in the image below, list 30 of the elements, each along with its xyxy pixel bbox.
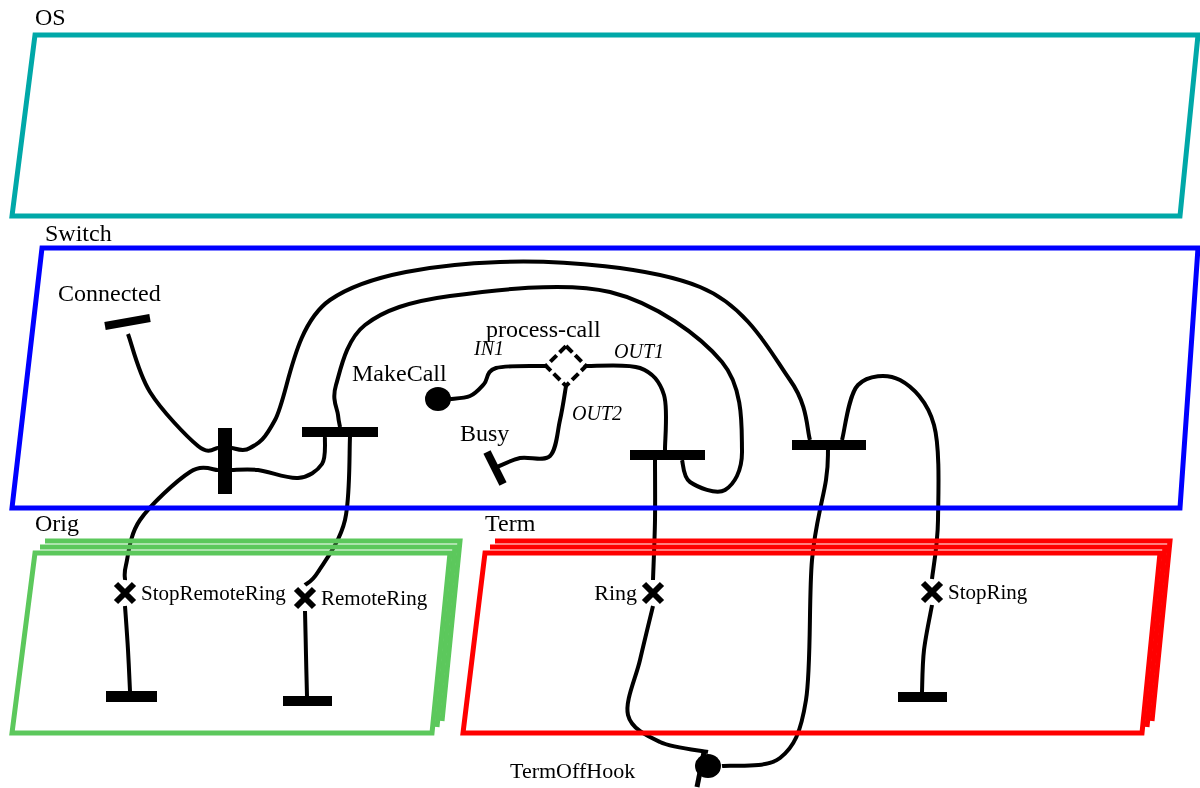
path-line <box>231 259 812 452</box>
responsibility-label: StopRemoteRing <box>141 580 286 606</box>
path-line <box>123 605 132 692</box>
path-line <box>586 363 669 451</box>
component-label: Orig <box>35 510 79 536</box>
path-line <box>651 460 658 581</box>
responsibility-label: RemoteRing <box>321 585 428 611</box>
path-line <box>122 465 219 581</box>
stub-label: process-call <box>486 316 601 342</box>
path-line <box>126 333 219 453</box>
responsibility-label: StopRing <box>948 579 1028 605</box>
path-line <box>332 284 744 494</box>
path-line <box>303 610 309 697</box>
path-line <box>231 436 327 481</box>
end-point-label: Busy <box>460 420 510 446</box>
edge-label: OUT2 <box>572 402 622 424</box>
start-point-label: MakeCall <box>352 360 447 386</box>
edge-label: OUT1 <box>614 340 664 362</box>
component-label: Term <box>485 510 536 536</box>
component-label: Switch <box>45 220 112 246</box>
end-point-label: Connected <box>58 280 161 306</box>
start-point-label: TermOffHook <box>510 758 636 784</box>
path-line <box>840 374 941 580</box>
component-label: OS <box>35 4 66 30</box>
path-line <box>625 605 709 754</box>
path-line <box>303 436 352 587</box>
path-line <box>721 449 830 768</box>
responsibility-label: Ring <box>594 580 637 606</box>
path-line <box>920 604 934 693</box>
path-line <box>449 363 547 401</box>
